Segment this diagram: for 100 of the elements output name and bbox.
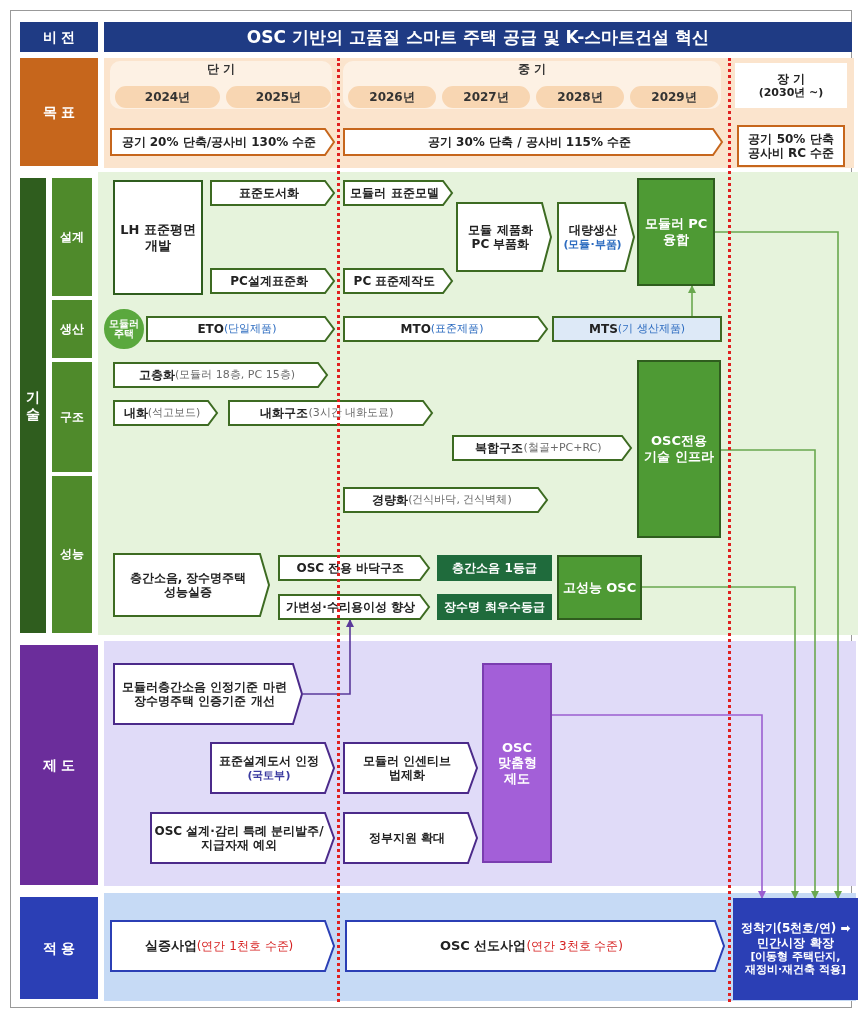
box-text: 정부지원 확대	[368, 830, 446, 846]
box-subtext: (국토부)	[247, 768, 291, 782]
box-subtext: (모듈러 18층, PC 15층)	[175, 368, 295, 382]
box-text: 장 기	[776, 71, 806, 87]
period-heading-box	[735, 63, 847, 108]
box-subtext: (석고보드)	[147, 406, 201, 420]
chevron-arrow-box	[210, 742, 335, 794]
box-text: 모듈러 표준모델	[350, 185, 439, 201]
box-text: 모듈러 주택	[108, 318, 140, 340]
box-text: 성능	[60, 547, 84, 562]
box-text: MTO	[400, 321, 431, 337]
box-text: PC설계표준화	[230, 273, 308, 289]
chevron-arrow-box	[343, 812, 478, 864]
row-header	[20, 897, 98, 999]
year-pill	[442, 86, 530, 108]
row-header	[20, 58, 98, 166]
box-text: 가변성·수리용이성 향상	[286, 599, 415, 615]
row-header	[52, 178, 92, 296]
box-text: OSC 선도사업	[439, 938, 527, 954]
chevron-arrow-box	[557, 202, 635, 272]
box-text: 장수명 최우수등급	[444, 599, 545, 615]
box-subtext: (건식바닥, 건식벽체)	[408, 493, 512, 507]
box-subtext: (단일제품)	[224, 322, 277, 336]
chevron-arrow-box	[343, 742, 478, 794]
chevron-arrow-box	[210, 180, 335, 206]
year-pill	[226, 86, 331, 108]
box-text: 공기 50% 단축 공사비 RC 수준	[746, 131, 836, 161]
grade-box	[437, 555, 552, 581]
box-text: 고성능 OSC	[562, 579, 637, 596]
box-subtext: (연간 3천호 수준)	[526, 938, 624, 954]
result-box	[637, 360, 721, 538]
chevron-arrow-box	[343, 268, 453, 294]
chevron-arrow-box	[343, 180, 453, 206]
box-text: 생산	[60, 321, 84, 337]
box-text: 복합구조	[475, 440, 524, 456]
box-text: 2029년	[651, 89, 697, 105]
box-text: 표준도서화	[239, 185, 299, 201]
box-text: 제 도	[42, 756, 76, 774]
box-text: 설계	[60, 229, 84, 245]
period-panel	[343, 61, 721, 109]
connector-arrow	[714, 231, 842, 899]
title-bar	[104, 22, 852, 52]
period-panel	[110, 61, 332, 109]
box-subtext: (2030년 ~)	[758, 86, 824, 100]
box-text: OSC 기반의 고품질 스마트 주택 공급 및 K-스마트건설 혁신	[246, 26, 710, 48]
box-subtext: (표준제품)	[430, 322, 484, 336]
row-header	[52, 476, 92, 633]
chevron-arrow-box	[113, 400, 218, 426]
box-subtext: (연간 1천호 수준)	[196, 938, 294, 954]
box-text: OSC 맞춤형 제도	[496, 739, 538, 787]
row-header	[20, 178, 46, 633]
chevron-arrow-box	[278, 594, 430, 620]
box-text: 공기 20% 단축/공사비 130% 수준	[121, 134, 317, 150]
box-text: 목 표	[42, 103, 76, 121]
box-text: 2026년	[369, 89, 415, 105]
box-text: 중 기	[517, 63, 547, 75]
box-text: 내화	[123, 405, 148, 421]
box-text: 경량화	[372, 492, 409, 508]
box-text: MTS	[589, 321, 618, 337]
process-box	[113, 180, 203, 295]
box-text: ETO	[197, 321, 224, 337]
box-text: 적 용	[42, 939, 76, 957]
year-pill	[536, 86, 624, 108]
goal-text-box	[343, 128, 723, 156]
box-text: LH 표준평면 개발	[119, 221, 197, 254]
box-subtext: (모듈·부품)	[563, 237, 622, 251]
result-box	[482, 663, 552, 863]
row-header	[52, 300, 92, 358]
box-text: 모듈러 PC 융합	[643, 216, 709, 248]
process-box	[552, 316, 722, 342]
box-subtext: (기 생산제품)	[617, 322, 685, 336]
box-subtext: (3시간 내화도료)	[308, 406, 394, 420]
year-pill	[348, 86, 436, 108]
box-text: 층간소음, 장수명주택 성능실증	[128, 570, 248, 600]
row-header	[20, 22, 98, 52]
box-text: 정착기(5천호/연) ➡민간시장 확장	[739, 921, 852, 951]
connector-arrow	[720, 449, 819, 899]
result-box	[637, 178, 715, 286]
box-text: 2028년	[557, 89, 603, 105]
year-pill	[115, 86, 220, 108]
goal-box	[737, 125, 845, 167]
box-subtext: [이동형 주택단지, 재정비·재건축 적용]	[743, 950, 847, 977]
connector-arrow	[551, 714, 766, 899]
box-text: 고층화	[139, 367, 176, 383]
box-subtext: (철골+PC+RC)	[523, 441, 602, 455]
box-text: 공기 30% 단축 / 공사비 115% 수준	[427, 134, 632, 150]
box-text: 2025년	[255, 89, 302, 105]
box-text: 모듈 제품화 PC 부품화	[467, 222, 534, 252]
chevron-arrow-box	[210, 268, 335, 294]
box-text: 표준설계도서 인정	[218, 754, 320, 769]
chevron-arrow-box	[278, 555, 430, 581]
row-header	[52, 362, 92, 472]
box-text: 대량생산	[568, 223, 617, 238]
box-text: 실증사업	[144, 938, 197, 954]
box-text: 모듈러층간소음 인정기준 마련 장수명주택 인증기준 개선	[121, 679, 288, 709]
box-text: OSC 설계·감리 특례 분리발주/지급자재 예외	[153, 823, 325, 853]
year-pill	[630, 86, 718, 108]
chevron-arrow-box	[456, 202, 552, 272]
row-header	[20, 645, 98, 885]
connector-arrow	[688, 285, 696, 317]
